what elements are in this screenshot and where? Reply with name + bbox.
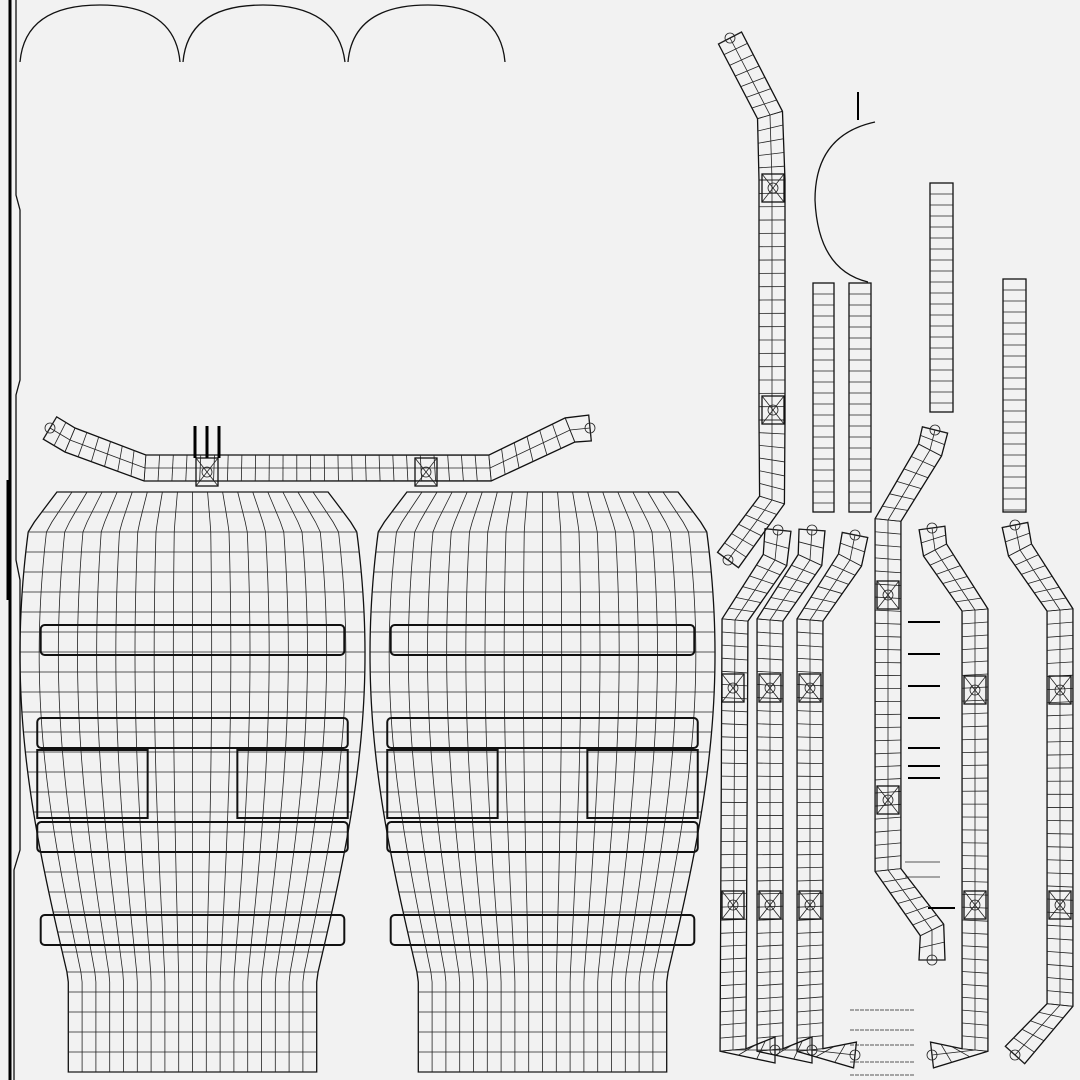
slot [386, 821, 699, 853]
rivet-icon [926, 1049, 938, 1061]
slot [39, 914, 346, 946]
rivet-icon [764, 682, 776, 694]
rivet-icon [1054, 899, 1066, 911]
rivet-icon [724, 32, 736, 44]
rivet-icon [929, 424, 941, 436]
small-marks [850, 621, 955, 1076]
rivet-icon [1054, 684, 1066, 696]
vertical-straps [716, 31, 1074, 1069]
slot [386, 717, 699, 749]
rivet-icon [806, 524, 818, 536]
rivet-icon [420, 466, 432, 478]
top-arcs [19, 4, 506, 63]
strap-outline [756, 528, 826, 1064]
strap-outline [719, 527, 792, 1064]
rivet-icon [849, 1049, 861, 1061]
rivet-icon [1009, 519, 1021, 531]
strap-outline [1001, 521, 1074, 1065]
rivet-icon [926, 954, 938, 966]
rivet-icon [969, 684, 981, 696]
rivet-icon [764, 899, 776, 911]
barrel-panel-left [19, 491, 366, 1073]
strap-outline [796, 531, 869, 1069]
rivet-icon [882, 589, 894, 601]
rivet-icon [722, 554, 734, 566]
rivet-icon [804, 682, 816, 694]
strap-bar [929, 182, 954, 413]
rivet-icon [804, 899, 816, 911]
rivet-icon [882, 794, 894, 806]
rivet-icon [44, 422, 56, 434]
slot [36, 821, 349, 853]
rivet-icon [767, 404, 779, 416]
slot [36, 717, 349, 749]
rivet-icon [1009, 1049, 1021, 1061]
strap-bar [812, 282, 835, 513]
rivet-icon [727, 899, 739, 911]
rivet-icon [727, 682, 739, 694]
rivet-icon [201, 466, 213, 478]
horizontal-strap [42, 414, 596, 487]
slot [39, 624, 346, 656]
rivet-icon [849, 529, 861, 541]
arc-small [814, 92, 876, 283]
slot [389, 914, 696, 946]
slot [389, 624, 696, 656]
barrel-panel-right [369, 491, 716, 1073]
left-edge-strips [6, 0, 21, 1080]
strap-bar [848, 282, 872, 513]
strap-outline [42, 414, 593, 482]
rivet-icon [767, 182, 779, 194]
rivet-icon [926, 522, 938, 534]
strap-outline [918, 525, 989, 1069]
rivet-icon [772, 524, 784, 536]
strap-bar [1002, 278, 1027, 513]
rivet-icon [969, 899, 981, 911]
rivet-icon [584, 422, 596, 434]
